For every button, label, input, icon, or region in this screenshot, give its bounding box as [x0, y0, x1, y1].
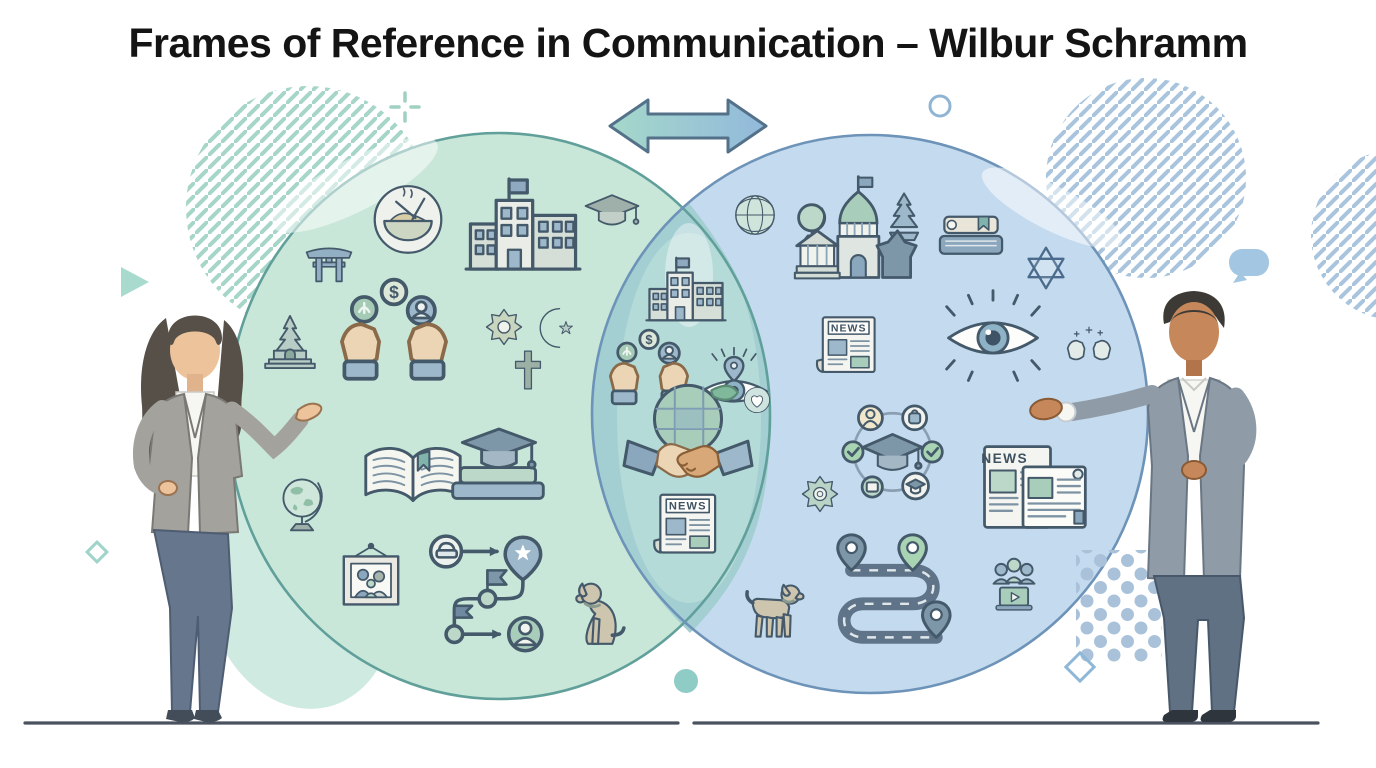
gloss-right — [981, 167, 1123, 249]
diagonal-lines-circle-edge — [1311, 152, 1376, 318]
woman-hip-arm — [133, 400, 172, 496]
star-of-david-icon — [1027, 246, 1065, 290]
man-jacket-left — [1146, 376, 1190, 582]
icon-layer: $ $ NEWS NEWS NEWS — [264, 175, 1112, 653]
diamond-blue-icon — [1063, 650, 1097, 684]
exchange-arrow-icon — [608, 98, 768, 154]
school-building-icon — [645, 256, 727, 322]
education-cycle-icon — [841, 404, 944, 501]
man-extended-hand — [1029, 397, 1063, 421]
desk-globe-icon — [282, 478, 323, 532]
woman-neck — [187, 374, 203, 392]
page-title: Frames of Reference in Communication – W… — [128, 20, 1248, 66]
heart-badge-icon — [743, 386, 771, 414]
open-book-icon — [364, 447, 462, 502]
woman-hip-hand — [158, 480, 178, 496]
road-pins-icon — [836, 533, 952, 644]
figure-woman — [133, 315, 323, 723]
cross-icon — [514, 350, 542, 390]
hands-receiving-icon — [1066, 326, 1112, 361]
globe-wireframe-icon — [735, 195, 775, 235]
man-pants — [1152, 575, 1246, 713]
man-extended-arm — [1063, 385, 1161, 421]
bowl-of-food-icon — [373, 185, 443, 254]
dog-sitting-icon — [575, 582, 626, 645]
man-lapels — [1177, 377, 1211, 433]
man-shoe-right — [1200, 710, 1236, 722]
dot-teal-icon — [674, 669, 698, 693]
graduation-cap-icon — [584, 194, 640, 226]
gloss-left — [272, 137, 438, 233]
svg-text:NEWS: NEWS — [669, 501, 707, 513]
newspaper-icon: NEWS — [653, 493, 717, 554]
sun-symbol-icon — [485, 308, 523, 346]
woman-extended-arm — [223, 401, 309, 460]
woman-hair-fringe — [168, 315, 222, 345]
handshake-globe-icon — [622, 383, 754, 478]
news-articles-icon: NEWS — [981, 445, 1087, 529]
man-hair-front — [1170, 310, 1218, 324]
svg-text:$: $ — [389, 282, 399, 302]
diamond-teal-icon — [84, 539, 110, 565]
crescent-star-icon — [539, 307, 573, 349]
family-photo-icon — [342, 542, 400, 606]
svg-text:$: $ — [645, 332, 652, 347]
books-gradcap-icon — [451, 427, 545, 500]
plus-mark-icon — [389, 91, 421, 123]
triangle-icon — [121, 267, 149, 297]
dog-standing-icon — [745, 583, 805, 638]
school-building-icon — [464, 177, 582, 271]
man-neck — [1186, 360, 1202, 376]
svg-text:NEWS: NEWS — [831, 322, 867, 334]
woman-shoe-right — [194, 710, 222, 723]
woman-extended-hand — [294, 402, 323, 422]
speech-bubble-icon — [1229, 249, 1269, 283]
landmarks-skyline-icon — [793, 175, 920, 280]
ring-icon — [928, 94, 952, 118]
newspaper-icon: NEWS — [815, 316, 876, 373]
man-shoe-left — [1162, 710, 1198, 722]
man-collar — [1181, 377, 1207, 392]
woman-pants — [152, 528, 234, 713]
woman-face — [170, 320, 220, 380]
eye-rays-icon — [945, 289, 1041, 382]
hands-coins-icon: $ — [340, 277, 448, 381]
journey-path-icon — [428, 534, 544, 653]
thai-temple-icon — [264, 315, 316, 369]
woman-shoe-left — [166, 710, 195, 723]
man-chest-hand — [1181, 460, 1207, 480]
woman-lapels — [183, 393, 207, 439]
man-hair — [1163, 291, 1225, 328]
man-chest-arm — [1197, 387, 1257, 481]
books-stack-icon — [938, 215, 1004, 255]
torii-gate-icon — [305, 247, 353, 283]
gear-flower-icon — [801, 475, 839, 513]
people-video-icon — [992, 557, 1036, 611]
figure-man — [1029, 291, 1257, 722]
svg-text:NEWS: NEWS — [981, 451, 1028, 466]
man-face — [1169, 302, 1219, 362]
